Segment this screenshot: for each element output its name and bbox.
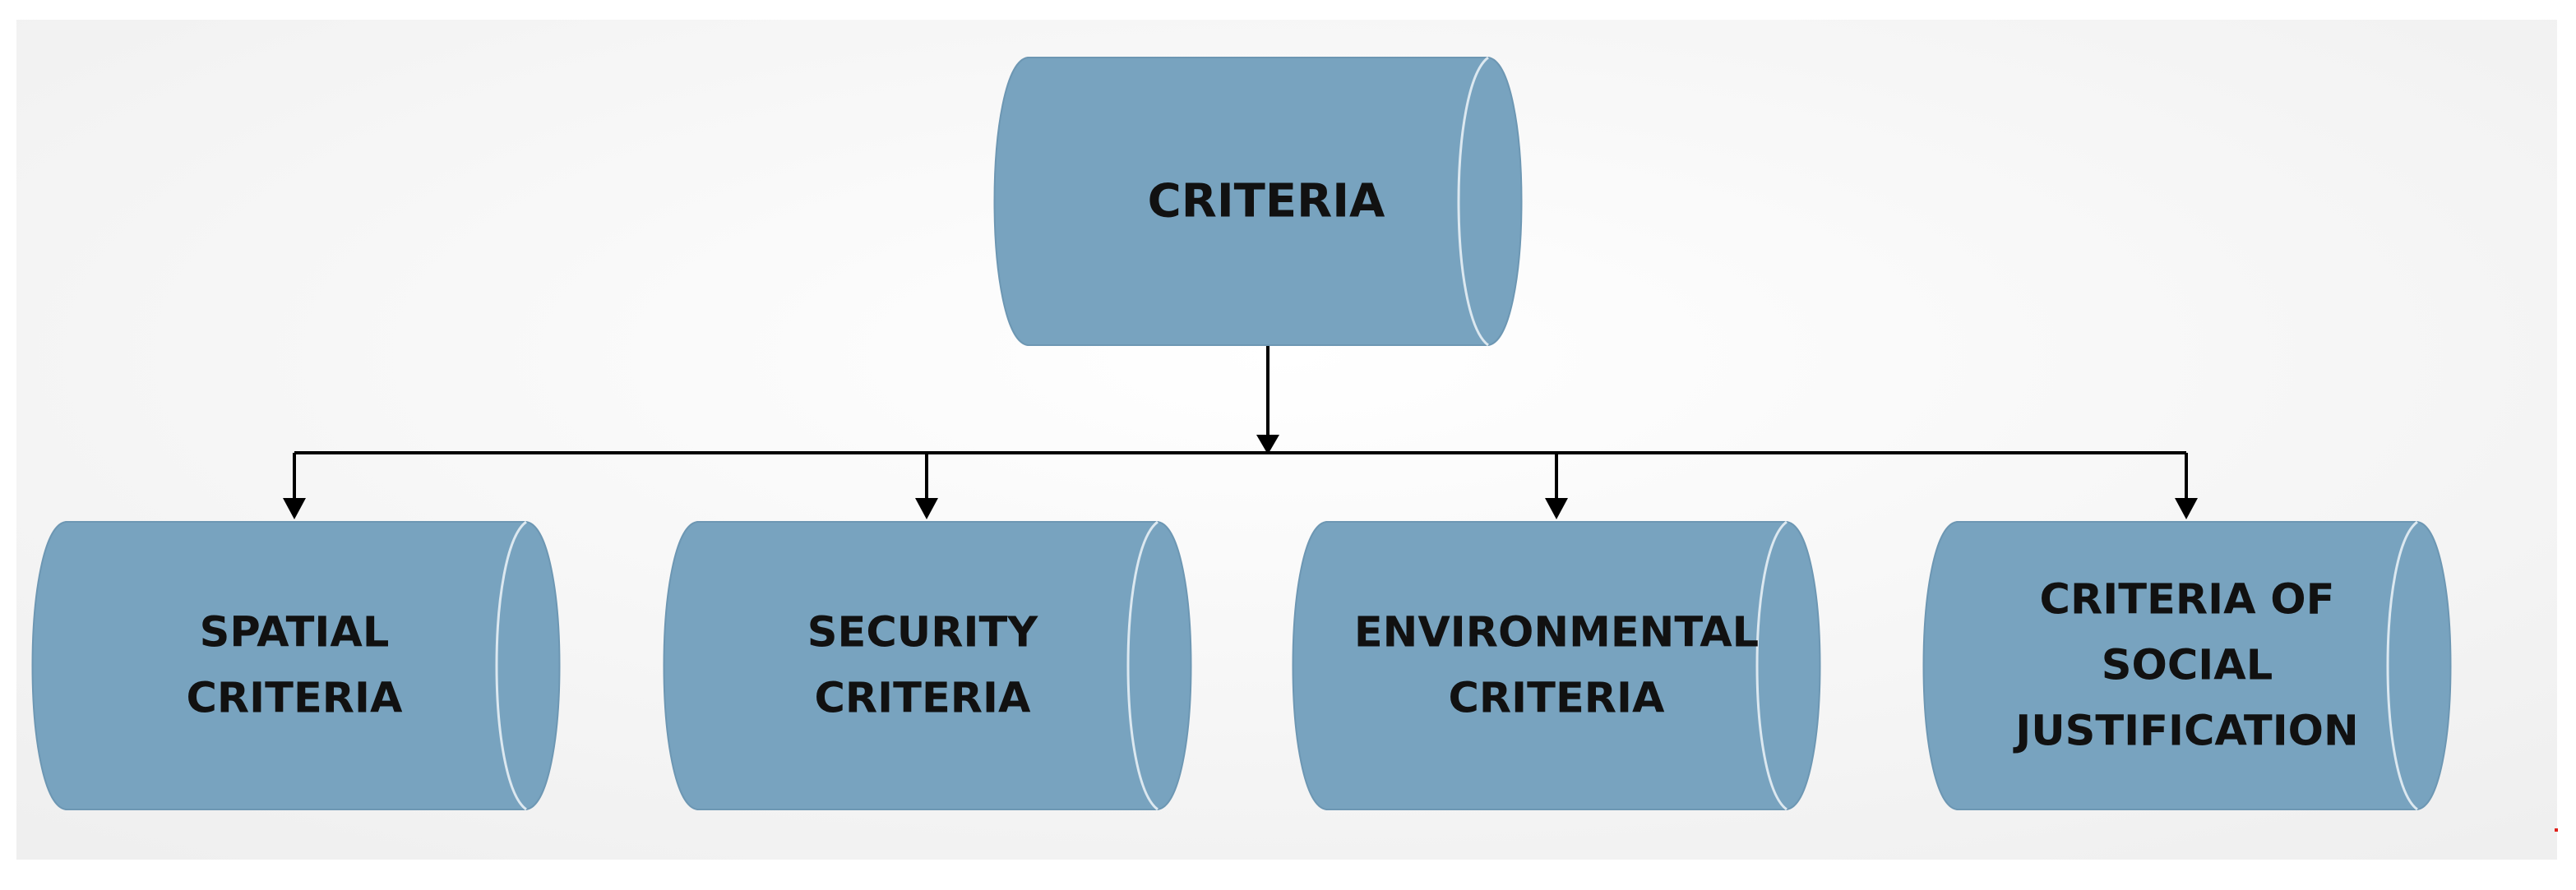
root-node-criteria-end-curve [1457, 56, 1489, 347]
child-node-environmental-criteria: ENVIRONMENTAL CRITERIA [1292, 520, 1821, 811]
root-node-criteria: CRITERIA [993, 56, 1523, 347]
child-node-social-justification-criteria-label-line: SOCIAL [2102, 642, 2273, 690]
child-node-spatial-criteria-label-line: CRITERIA [186, 675, 403, 723]
child-node-social-justification-criteria-label-line: JUSTIFICATION [2013, 708, 2358, 756]
child-node-social-justification-criteria-end-curve [2386, 520, 2418, 811]
arrowhead-social-justification-criteria [2175, 498, 2198, 519]
red-dot-mark [2555, 828, 2558, 832]
child-node-environmental-criteria-label-line: ENVIRONMENTAL [1354, 609, 1759, 657]
child-node-spatial-criteria-body [31, 521, 561, 810]
diagram-nodes: CRITERIASPATIALCRITERIASECURITYCRITERIAE… [31, 56, 2452, 811]
child-node-environmental-criteria-label-line: CRITERIA [1448, 675, 1665, 723]
arrowhead-spatial-criteria [283, 498, 306, 519]
child-node-environmental-criteria-body [1292, 521, 1821, 810]
child-node-social-justification-criteria-label-line: CRITERIA OF [2040, 576, 2335, 625]
child-node-security-criteria-end-curve [1126, 520, 1159, 811]
child-node-environmental-criteria-end-curve [1755, 520, 1787, 811]
child-node-spatial-criteria-end-curve [495, 520, 527, 811]
child-node-security-criteria-body [663, 521, 1192, 810]
child-node-spatial-criteria-label-line: SPATIAL [200, 609, 390, 657]
root-arrowhead [1256, 435, 1279, 454]
child-node-spatial-criteria: SPATIAL CRITERIA [31, 520, 561, 811]
arrowhead-environmental-criteria [1545, 498, 1568, 519]
child-node-social-justification-criteria: CRITERIA OF SOCIAL JUSTIFICATION [1922, 520, 2452, 811]
child-node-security-criteria: SECURITY CRITERIA [663, 520, 1192, 811]
child-node-security-criteria-label-line: SECURITY [807, 609, 1038, 657]
connector-lines [283, 346, 2198, 519]
child-node-security-criteria-label-line: CRITERIA [814, 675, 1031, 723]
root-node-label-line: CRITERIA [1148, 175, 1385, 228]
arrowhead-security-criteria [915, 498, 938, 519]
